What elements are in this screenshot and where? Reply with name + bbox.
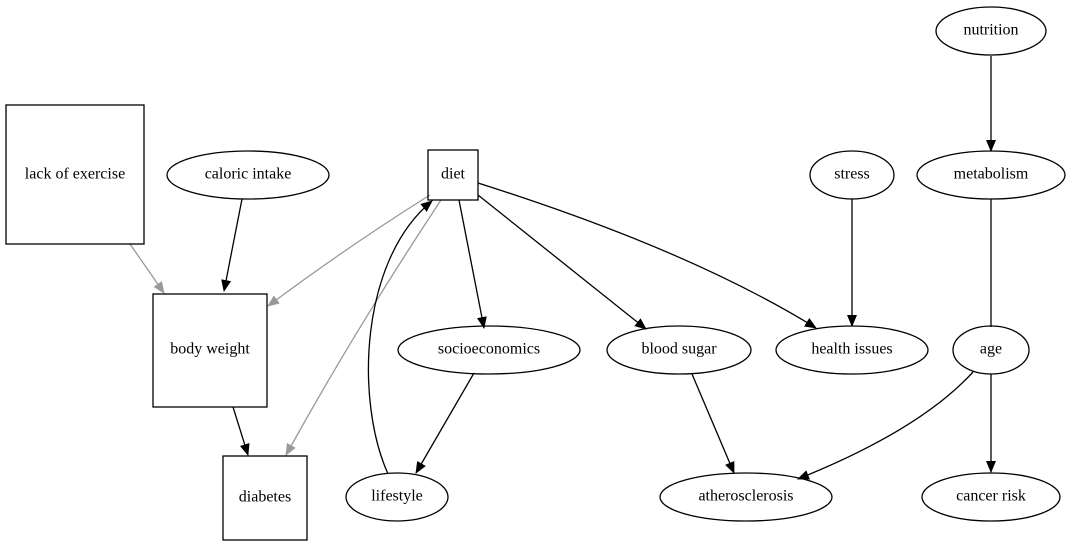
edge-diet-to-blood-sugar bbox=[477, 194, 647, 330]
node-stress: stress bbox=[809, 150, 895, 200]
node-cancer-risk-label: cancer risk bbox=[956, 488, 1026, 505]
node-health-issues: health issues bbox=[775, 325, 929, 375]
edge-diet-to-diabetes bbox=[285, 199, 442, 456]
node-atherosclerosis-label: atherosclerosis bbox=[698, 488, 793, 505]
edge-lack-of-exercise-to-body-weight bbox=[129, 243, 165, 294]
node-stress-label: stress bbox=[834, 166, 870, 183]
node-blood-sugar-ellipse bbox=[606, 325, 752, 375]
node-body-weight: body weight bbox=[152, 293, 268, 408]
edge-diet-to-health-issues bbox=[477, 182, 817, 329]
node-atherosclerosis: atherosclerosis bbox=[659, 472, 833, 522]
node-health-issues-label: health issues bbox=[811, 341, 892, 358]
node-blood-sugar: blood sugar bbox=[606, 325, 752, 375]
edge-socioeconomics-to-lifestyle bbox=[415, 372, 475, 474]
node-caloric-intake: caloric intake bbox=[166, 150, 330, 200]
node-nutrition-ellipse bbox=[935, 6, 1047, 56]
node-caloric-intake-ellipse bbox=[166, 150, 330, 200]
node-body-weight-label: body weight bbox=[170, 341, 250, 358]
edge-caloric-intake-to-body-weight bbox=[221, 198, 243, 292]
node-lifestyle: lifestyle bbox=[345, 472, 449, 522]
node-diabetes-label: diabetes bbox=[239, 489, 291, 506]
edge-lifestyle-to-diet bbox=[367, 200, 433, 475]
node-lack-of-exercise-box bbox=[5, 104, 145, 245]
node-cancer-risk: cancer risk bbox=[921, 472, 1061, 522]
node-age: age bbox=[952, 325, 1030, 375]
edges bbox=[129, 56, 996, 480]
node-diabetes-box bbox=[222, 455, 308, 541]
edge-body-weight-to-diabetes bbox=[232, 406, 250, 456]
node-age-label: age bbox=[980, 341, 1002, 358]
node-diet-box bbox=[427, 149, 479, 201]
node-nutrition: nutrition bbox=[935, 6, 1047, 56]
node-stress-ellipse bbox=[809, 150, 895, 200]
node-cancer-risk-ellipse bbox=[921, 472, 1061, 522]
node-caloric-intake-label: caloric intake bbox=[205, 166, 292, 183]
node-health-issues-ellipse bbox=[775, 325, 929, 375]
node-diabetes: diabetes bbox=[222, 455, 308, 541]
edge-age-to-atherosclerosis bbox=[797, 371, 974, 480]
node-lifestyle-label: lifestyle bbox=[371, 488, 423, 505]
node-body-weight-box bbox=[152, 293, 268, 408]
nodes: lack of exercise caloric intake diet str… bbox=[5, 6, 1066, 541]
edge-diet-to-body-weight bbox=[267, 194, 431, 307]
node-metabolism: metabolism bbox=[916, 150, 1066, 200]
node-lack-of-exercise: lack of exercise bbox=[5, 104, 145, 245]
node-metabolism-label: metabolism bbox=[954, 166, 1029, 183]
node-lack-of-exercise-label: lack of exercise bbox=[25, 166, 125, 183]
node-atherosclerosis-ellipse bbox=[659, 472, 833, 522]
edge-blood-sugar-to-atherosclerosis bbox=[691, 373, 735, 474]
node-socioeconomics: socioeconomics bbox=[397, 325, 581, 375]
node-socioeconomics-label: socioeconomics bbox=[438, 341, 540, 358]
node-metabolism-ellipse bbox=[916, 150, 1066, 200]
node-nutrition-label: nutrition bbox=[963, 22, 1018, 39]
node-blood-sugar-label: blood sugar bbox=[641, 341, 717, 358]
node-diet: diet bbox=[427, 149, 479, 201]
node-lifestyle-ellipse bbox=[345, 472, 449, 522]
node-age-ellipse bbox=[952, 325, 1030, 375]
node-socioeconomics-ellipse bbox=[397, 325, 581, 375]
edge-diet-to-socioeconomics bbox=[458, 199, 487, 329]
node-diet-label: diet bbox=[441, 166, 466, 183]
